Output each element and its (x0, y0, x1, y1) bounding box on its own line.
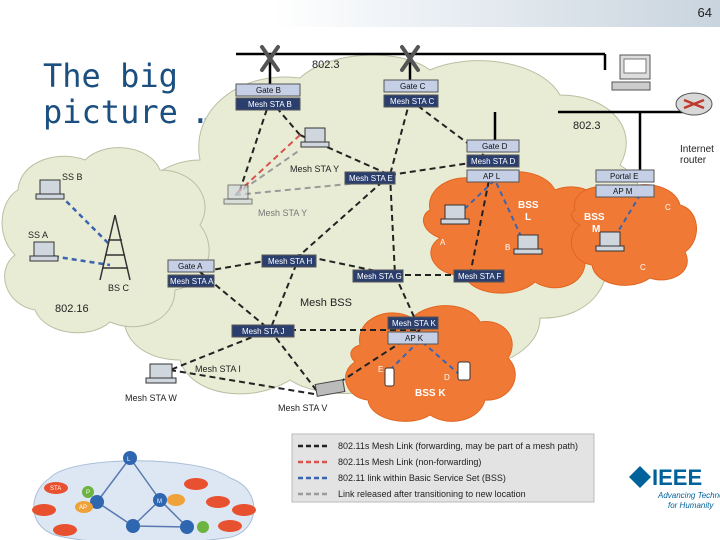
label-sta-m: C (640, 263, 646, 272)
label-sta-c: C (665, 203, 671, 212)
router-label-2: router (680, 155, 707, 166)
server-icon (611, 54, 651, 91)
router-label-1: Internet (680, 144, 714, 155)
label-bs-c: BS C (108, 283, 130, 293)
label-mesh-sta-v: Mesh STA V (278, 403, 327, 413)
lan-label-2: 802.3 (573, 120, 601, 132)
label-802-16: 802.16 (55, 303, 89, 315)
box-gate-d: Gate D (482, 142, 508, 151)
laptop-icons (29, 127, 625, 384)
label-ss-b: SS B (62, 172, 83, 182)
label-sta-e: E (378, 365, 383, 374)
label-bss-m-2: M (592, 224, 600, 235)
label-mesh-bss: Mesh BSS (300, 297, 352, 309)
label-mesh-sta-i: Mesh STA I (195, 364, 241, 374)
ieee-logo: IEEE Advancing Technology for Humanity (629, 465, 720, 510)
box-mesh-sta-e: Mesh STA E (349, 174, 393, 183)
label-bss-m-1: BSS (584, 212, 605, 223)
mesh-device-icons (314, 379, 346, 397)
label-ss-a: SS A (28, 230, 48, 240)
box-mesh-sta-j: Mesh STA J (242, 327, 285, 336)
break-icon-2 (400, 45, 420, 72)
box-mesh-sta-d: Mesh STA D (471, 157, 516, 166)
top-bar (0, 0, 720, 27)
mini-l-label: L (127, 457, 131, 463)
router-icon (675, 92, 713, 116)
box-mesh-sta-a: Mesh STA A (170, 277, 214, 286)
label-bss-k: BSS K (415, 388, 446, 399)
break-icon-1 (260, 45, 280, 72)
label-sta-b: B (505, 243, 510, 252)
mini-mesh-diagram: STA L P M AP (32, 451, 256, 540)
label-sta-a: A (440, 238, 446, 247)
legend-item-1: 802.11s Mesh Link (forwarding, may be pa… (338, 441, 578, 451)
box-ap-k: AP K (405, 334, 424, 343)
label-bss-l-2: L (525, 212, 531, 223)
box-mesh-sta-f: Mesh STA F (458, 272, 502, 281)
station-boxes (167, 79, 655, 345)
tower-icon (99, 214, 131, 281)
label-mesh-sta-y-2: Mesh STA Y (258, 208, 307, 218)
box-gate-c: Gate C (400, 82, 426, 91)
box-mesh-sta-c: Mesh STA C (390, 97, 435, 106)
phone-icons (384, 361, 471, 387)
legend-item-3: 802.11 link within Basic Service Set (BS… (338, 473, 506, 483)
legend-item-2: 802.11s Mesh Link (non-forwarding) (338, 457, 481, 467)
box-mesh-sta-h: Mesh STA H (268, 257, 313, 266)
title-line-2: picture … (43, 93, 217, 131)
box-ap-l: AP L (483, 172, 501, 181)
title-line-1: The big (43, 57, 178, 95)
box-gate-b: Gate B (256, 86, 281, 95)
ieee-tagline-2: for Humanity (668, 501, 714, 510)
box-mesh-sta-k: Mesh STA K (392, 319, 437, 328)
box-ap-m: AP M (613, 187, 633, 196)
ieee-tagline-1: Advancing Technology (657, 491, 720, 500)
label-mesh-sta-y-1: Mesh STA Y (290, 164, 339, 174)
lan-label: 802.3 (312, 59, 340, 71)
mini-sta-label: STA (50, 486, 61, 492)
label-bss-l-1: BSS (518, 200, 539, 211)
slide-title: The big picture … (43, 58, 216, 130)
label-mesh-sta-w: Mesh STA W (125, 393, 177, 403)
mini-p-label: P (86, 490, 90, 496)
box-gate-a: Gate A (178, 262, 203, 271)
box-mesh-sta-g: Mesh STA G (357, 272, 402, 281)
legend: 802.11s Mesh Link (forwarding, may be pa… (291, 433, 595, 503)
label-sta-d: D (444, 373, 450, 382)
page-number: 64 (697, 5, 712, 20)
ieee-wordmark: IEEE (652, 465, 702, 490)
mini-m-label: M (157, 499, 162, 505)
mini-ap-label: AP (79, 505, 87, 511)
box-portal-e: Portal E (610, 172, 638, 181)
box-mesh-sta-b: Mesh STA B (248, 100, 292, 109)
legend-item-4: Link released after transitioning to new… (338, 489, 526, 499)
